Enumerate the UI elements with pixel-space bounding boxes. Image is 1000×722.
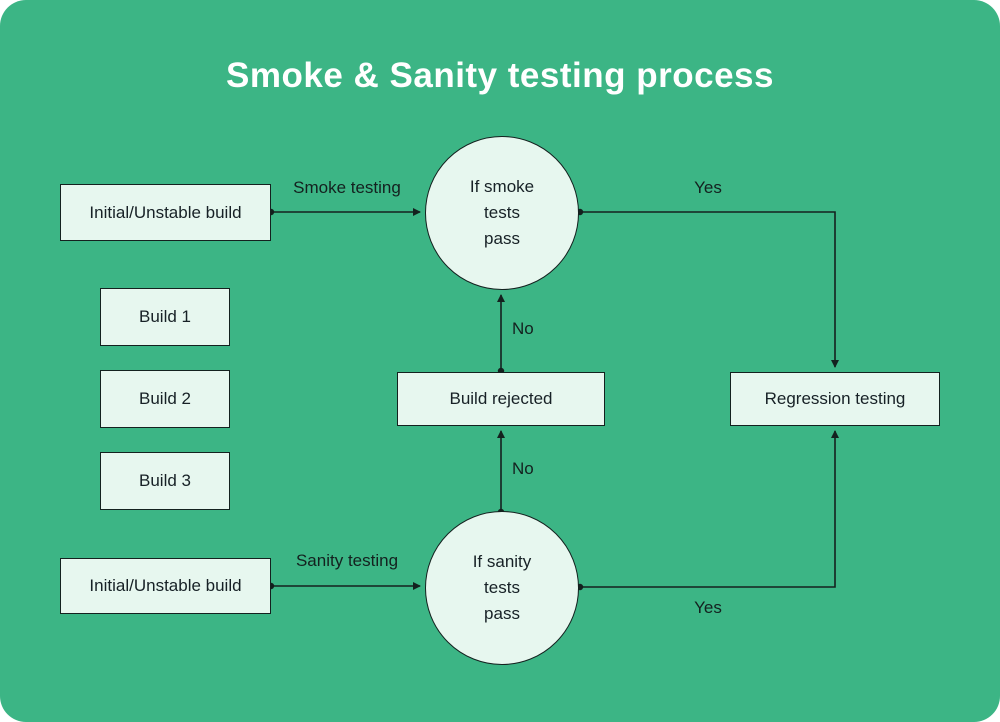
edge-label-no-bottom: No <box>512 459 534 478</box>
node-build-rejected: Build rejected <box>397 372 605 426</box>
node-initial-unstable-build-top: Initial/Unstable build <box>60 184 271 241</box>
node-if-sanity-tests-pass: If sanity tests pass <box>425 511 579 665</box>
node-initial-unstable-build-bottom: Initial/Unstable build <box>60 558 271 614</box>
edge-label-sanity-testing: Sanity testing <box>295 551 399 570</box>
edge-label-smoke-testing: Smoke testing <box>293 178 401 197</box>
node-build-3: Build 3 <box>100 452 230 510</box>
diagram-title: Smoke & Sanity testing process <box>226 56 774 95</box>
node-regression-testing: Regression testing <box>730 372 940 426</box>
edge-label-yes-bottom: Yes <box>694 598 722 617</box>
node-build-1: Build 1 <box>100 288 230 346</box>
edge-label-no-top: No <box>512 319 534 338</box>
edge-label-yes-top: Yes <box>694 178 722 197</box>
node-if-smoke-tests-pass: If smoke tests pass <box>425 136 579 290</box>
node-build-2: Build 2 <box>100 370 230 428</box>
